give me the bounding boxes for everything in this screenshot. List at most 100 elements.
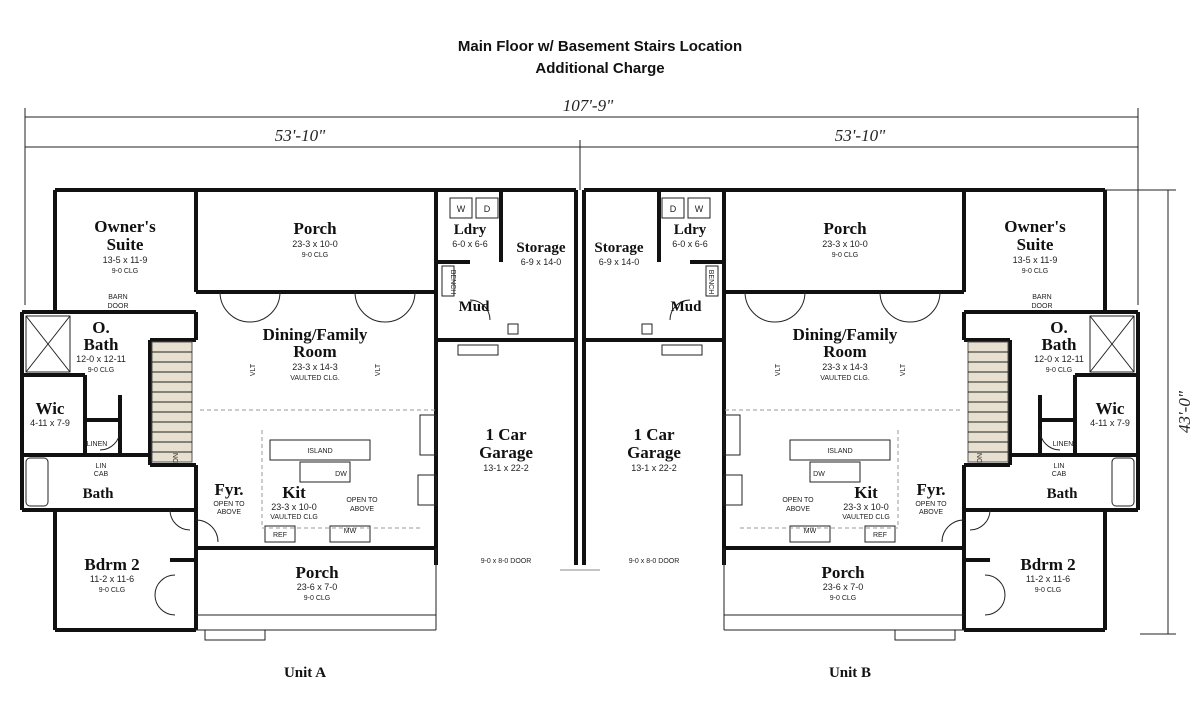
wic-size: 4-11 x 7-9 <box>30 418 70 428</box>
dining-label-2: Room <box>823 342 866 361</box>
vlt-label-2: VLT <box>375 363 382 376</box>
rear-porch-label: Porch <box>293 219 337 238</box>
fyr-open-label: OPEN TO <box>915 501 947 508</box>
o-bath-label: O. <box>92 318 109 337</box>
kit-size: 23-3 x 10-0 <box>271 502 317 512</box>
barn-door-label-2: DOOR <box>108 303 129 310</box>
washer-label: W <box>695 204 704 214</box>
garage-label-2: Garage <box>479 443 533 462</box>
dn-label: DN <box>977 453 984 463</box>
dining-clg: VAULTED CLG. <box>290 375 340 382</box>
dining-size: 23-3 x 14-3 <box>822 362 868 372</box>
bdrm2-label: Bdrm 2 <box>1020 555 1075 574</box>
kit-open-label: OPEN TO <box>346 497 378 504</box>
front-porch-size: 23-6 x 7-0 <box>297 582 338 592</box>
dryer-label: D <box>484 204 491 214</box>
mw-label: MW <box>344 528 357 535</box>
kit-clg: VAULTED CLG <box>270 514 318 521</box>
garage-door-label: 9-0 x 8-0 DOOR <box>481 558 532 565</box>
o-bath-label-2: Bath <box>84 335 120 354</box>
dryer-label: D <box>670 204 677 214</box>
rear-porch-label: Porch <box>823 219 867 238</box>
unit-b-labels: Owner's Suite 13-5 x 11-9 9-0 CLG Porch … <box>594 204 1130 681</box>
plan-subtitle: Additional Charge <box>535 60 665 77</box>
bdrm2-clg: 9-0 CLG <box>99 587 125 594</box>
garage-door-label: 9-0 x 8-0 DOOR <box>629 558 680 565</box>
storage-size: 6-9 x 14-0 <box>521 257 562 267</box>
mw-label: MW <box>804 528 817 535</box>
owners-suite-label: Owner's <box>94 217 156 236</box>
wic-label: Wic <box>1096 399 1125 418</box>
dining-clg: VAULTED CLG. <box>820 375 870 382</box>
fyr-above-label: ABOVE <box>217 509 241 516</box>
ldry-size: 6-0 x 6-6 <box>672 239 708 249</box>
kit-label: Kit <box>282 483 306 502</box>
linen-label: LINEN <box>87 441 108 448</box>
washer-label: W <box>457 204 466 214</box>
dining-label: Dining/Family <box>793 325 898 344</box>
unit-b-walls <box>582 188 1140 641</box>
kit-size: 23-3 x 10-0 <box>843 502 889 512</box>
rear-porch-size: 23-3 x 10-0 <box>292 239 338 249</box>
bdrm2-size: 11-2 x 11-6 <box>90 574 134 584</box>
kit-label: Kit <box>854 483 878 502</box>
rear-porch-clg: 9-0 CLG <box>302 252 328 259</box>
barn-door-label-2: DOOR <box>1032 303 1053 310</box>
owners-suite-label: Owner's <box>1004 217 1066 236</box>
ref-label: REF <box>273 532 287 539</box>
wic-size: 4-11 x 7-9 <box>1090 418 1130 428</box>
owners-suite-size: 13-5 x 11-9 <box>103 255 148 265</box>
front-porch-clg: 9-0 CLG <box>304 595 330 602</box>
o-bath-size: 12-0 x 12-11 <box>1034 354 1084 364</box>
dining-size: 23-3 x 14-3 <box>292 362 338 372</box>
unit-a-labels: Owner's Suite 13-5 x 11-9 9-0 CLG Porch … <box>30 204 566 681</box>
owners-suite-label-2: Suite <box>107 235 144 254</box>
bdrm2-clg: 9-0 CLG <box>1035 587 1061 594</box>
garage-label: 1 Car <box>633 425 675 444</box>
overall-width-dim: 107'-9" <box>563 96 614 115</box>
island-label: ISLAND <box>307 448 332 455</box>
o-bath-clg: 9-0 CLG <box>1046 367 1072 374</box>
kit-above-label: ABOVE <box>350 506 374 513</box>
dimension-lines <box>24 108 1176 635</box>
owners-suite-clg: 9-0 CLG <box>1022 268 1048 275</box>
lin-cab-label-2: CAB <box>94 471 109 478</box>
vlt-label-1: VLT <box>775 363 782 376</box>
owners-suite-label-2: Suite <box>1017 235 1054 254</box>
overall-depth-dim: 43'-0" <box>1175 390 1194 433</box>
bench-label: BENCH <box>449 270 456 295</box>
vlt-label-1: VLT <box>250 363 257 376</box>
storage-size: 6-9 x 14-0 <box>599 257 640 267</box>
bath-label: Bath <box>1047 486 1079 502</box>
rear-porch-size: 23-3 x 10-0 <box>822 239 868 249</box>
unit-b-label: Unit B <box>829 665 871 681</box>
garage-size: 13-1 x 22-2 <box>631 463 677 473</box>
unit-a-label: Unit A <box>284 665 326 681</box>
lin-cab-label: LIN <box>96 463 107 470</box>
front-porch-label: Porch <box>821 563 865 582</box>
front-porch-label: Porch <box>295 563 339 582</box>
barn-door-label-1: BARN <box>108 294 127 301</box>
storage-label: Storage <box>594 240 643 256</box>
bdrm2-label: Bdrm 2 <box>84 555 139 574</box>
kit-clg: VAULTED CLG <box>842 514 890 521</box>
unit-b-width-dim: 53'-10" <box>835 126 886 145</box>
bench-label: BENCH <box>707 270 714 295</box>
garage-label-2: Garage <box>627 443 681 462</box>
fyr-open-label: OPEN TO <box>213 501 245 508</box>
owners-suite-clg: 9-0 CLG <box>112 268 138 275</box>
front-porch-size: 23-6 x 7-0 <box>823 582 864 592</box>
fyr-label: Fyr. <box>916 480 945 499</box>
lin-cab-label-2: CAB <box>1052 471 1067 478</box>
garage-label: 1 Car <box>485 425 527 444</box>
fyr-above-label: ABOVE <box>919 509 943 516</box>
owners-suite-size: 13-5 x 11-9 <box>1013 255 1058 265</box>
o-bath-clg: 9-0 CLG <box>88 367 114 374</box>
o-bath-label-2: Bath <box>1042 335 1078 354</box>
bdrm2-size: 11-2 x 11-6 <box>1026 574 1070 584</box>
o-bath-size: 12-0 x 12-11 <box>76 354 126 364</box>
bath-label: Bath <box>83 486 115 502</box>
lin-cab-label: LIN <box>1054 463 1065 470</box>
mud-label: Mud <box>671 299 703 315</box>
